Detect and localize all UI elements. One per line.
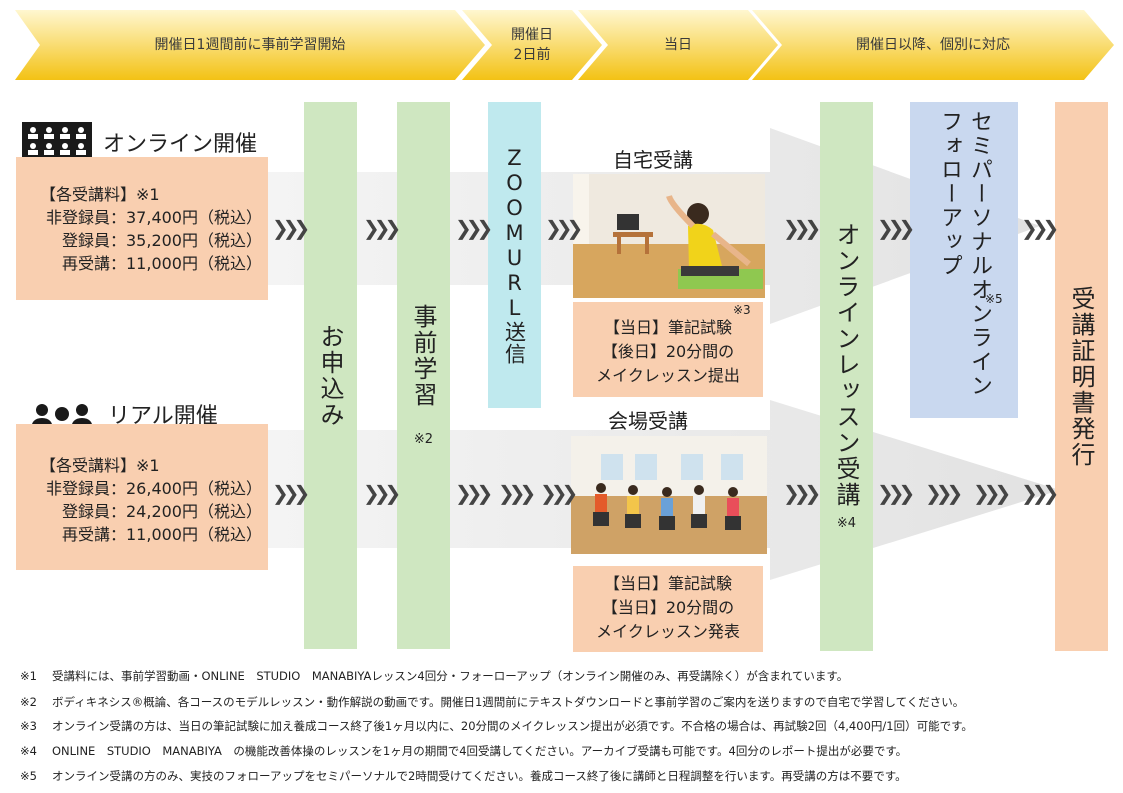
online-fee-line: 再受講：11,000円（税込） bbox=[62, 254, 262, 273]
footnote: ※3 オンライン受講の方は、当日の筆記試験に加え養成コース終了後1ヶ月以内に、20… bbox=[20, 718, 973, 734]
real-fee-line: 再受講：11,000円（税込） bbox=[62, 525, 262, 544]
prestudy-column: 事前学習 ※2 bbox=[397, 102, 450, 649]
zoom-column: ZOOMURL送信 bbox=[488, 102, 541, 408]
online-fee-head: 【各受講料】※1 bbox=[40, 185, 160, 204]
certificate-label: 受講証明書発行 bbox=[1067, 285, 1095, 468]
zoom-label: ZOOMURL送信 bbox=[502, 145, 527, 365]
venue-line: メイクレッスン発表 bbox=[596, 622, 740, 641]
chevron-right-icon: ❯❯❯ bbox=[540, 481, 578, 505]
home-heading: 自宅受講 bbox=[613, 148, 693, 172]
footnote-mark: ※1 bbox=[20, 669, 37, 683]
lesson-column: オンラインレッスン受講 ※4 bbox=[820, 102, 873, 651]
footnote-mark: ※2 bbox=[20, 695, 37, 709]
chevron-right-icon: ❯❯❯ bbox=[363, 481, 401, 505]
certificate-column: 受講証明書発行 bbox=[1055, 102, 1108, 651]
chevron-right-icon: ❯❯❯ bbox=[545, 216, 583, 240]
home-line: メイクレッスン提出 bbox=[596, 366, 740, 385]
chevron-right-icon: ❯❯❯ bbox=[272, 216, 310, 240]
footnote-mark: ※3 bbox=[20, 719, 37, 733]
venue-line: 【当日】20分間の bbox=[601, 598, 735, 617]
footnote-text: ボディキネシス®概論、各コースのモデルレッスン・動作解説の動画です。開催日1週間… bbox=[52, 695, 965, 709]
footnote: ※4 ONLINE STUDIO MANABIYA の機能改善体操のレッスンを1ヶ… bbox=[20, 743, 907, 759]
venue-line: 【当日】筆記試験 bbox=[603, 574, 732, 593]
chevron-right-icon: ❯❯❯ bbox=[925, 481, 963, 505]
chevron-right-icon: ❯❯❯ bbox=[498, 481, 536, 505]
lesson-label: オンラインレッスン受講 bbox=[832, 222, 860, 508]
footnote: ※2 ボディキネシス®概論、各コースのモデルレッスン・動作解説の動画です。開催日1… bbox=[20, 694, 964, 710]
chevron-right-icon: ❯❯❯ bbox=[973, 481, 1011, 505]
timeline-arrow-shape bbox=[15, 10, 485, 80]
apply-label: お申込み bbox=[316, 323, 344, 428]
chevron-right-icon: ❯❯❯ bbox=[877, 216, 915, 240]
chevron-right-icon: ❯❯❯ bbox=[272, 481, 310, 505]
timeline-label-2: 開催日 2日前 bbox=[511, 27, 553, 63]
chevron-right-icon: ❯❯❯ bbox=[783, 216, 821, 240]
timeline-label-4: 開催日以降、個別に対応 bbox=[856, 37, 1010, 53]
footnote: ※1 受講料には、事前学習動画・ONLINE STUDIO MANABIYAレッス… bbox=[20, 668, 848, 684]
online-heading: オンライン開催 bbox=[103, 132, 258, 157]
chevron-right-icon: ❯❯❯ bbox=[1021, 216, 1059, 240]
footnote-text: オンライン受講の方は、当日の筆記試験に加え養成コース終了後1ヶ月以内に、20分間… bbox=[52, 719, 973, 733]
home-line: 【後日】20分間の bbox=[601, 342, 735, 361]
home-note-mark: ※3 bbox=[733, 303, 751, 317]
venue-heading: 会場受講 bbox=[608, 409, 688, 433]
home-line: 【当日】筆記試験 bbox=[603, 318, 732, 337]
home-result-box: 【当日】筆記試験 【後日】20分間の メイクレッスン提出 bbox=[573, 302, 763, 397]
venue-result-box: 【当日】筆記試験 【当日】20分間の メイクレッスン発表 bbox=[573, 566, 763, 652]
followup-column: セミパーソナルオンラインフォローアップ bbox=[910, 102, 1018, 418]
prestudy-label: 事前学習 bbox=[409, 304, 437, 408]
footnote-mark: ※4 bbox=[20, 744, 37, 758]
lesson-note-mark: ※4 bbox=[836, 516, 857, 531]
timeline-segment-4: 開催日以降、個別に対応 bbox=[752, 10, 1114, 80]
online-fee-box: 【各受講料】※1 非登録員：37,400円（税込） 登録員：35,200円（税込… bbox=[16, 157, 268, 300]
chevron-right-icon: ❯❯❯ bbox=[877, 481, 915, 505]
timeline-arrow-shape bbox=[752, 10, 1114, 80]
real-fee-line: 登録員：24,200円（税込） bbox=[62, 502, 262, 521]
timeline-label-1: 開催日1週間前に事前学習開始 bbox=[154, 37, 346, 53]
real-fee-line: 非登録員：26,400円（税込） bbox=[46, 479, 262, 498]
footnote-text: ONLINE STUDIO MANABIYA の機能改善体操のレッスンを1ヶ月の… bbox=[52, 744, 908, 758]
online-fee-line: 非登録員：37,400円（税込） bbox=[46, 208, 262, 227]
timeline-segment-2: 開催日 2日前 bbox=[462, 10, 602, 80]
timeline-arrow-shape bbox=[462, 10, 602, 80]
home-study-photo bbox=[573, 174, 765, 298]
timeline-segment-1: 開催日1週間前に事前学習開始 bbox=[15, 10, 485, 80]
followup-note-mark: ※5 bbox=[985, 292, 1003, 306]
timeline: 開催日1週間前に事前学習開始 開催日 2日前 当日 開催日以降、個別に対応 bbox=[0, 0, 1123, 90]
prestudy-note-mark: ※2 bbox=[413, 432, 434, 447]
chevron-right-icon: ❯❯❯ bbox=[363, 216, 401, 240]
followup-label: セミパーソナルオンラインフォローアップ bbox=[937, 110, 992, 398]
footnote-mark: ※5 bbox=[20, 769, 37, 783]
footnote-text: 受講料には、事前学習動画・ONLINE STUDIO MANABIYAレッスン4… bbox=[52, 669, 849, 683]
online-fee-line: 登録員：35,200円（税込） bbox=[62, 231, 262, 250]
footnote: ※5 オンライン受講の方のみ、実技のフォローアップをセミパーソナルで2時間受けてく… bbox=[20, 768, 907, 784]
apply-column: お申込み bbox=[304, 102, 357, 649]
chevron-right-icon: ❯❯❯ bbox=[783, 481, 821, 505]
timeline-arrow-shape bbox=[578, 10, 778, 80]
timeline-segment-3: 当日 bbox=[578, 10, 778, 80]
venue-study-photo bbox=[571, 436, 767, 554]
footnote-text: オンライン受講の方のみ、実技のフォローアップをセミパーソナルで2時間受けてくださ… bbox=[52, 769, 907, 783]
real-fee-head: 【各受講料】※1 bbox=[40, 456, 160, 475]
chevron-right-icon: ❯❯❯ bbox=[1021, 481, 1059, 505]
real-fee-box: 【各受講料】※1 非登録員：26,400円（税込） 登録員：24,200円（税込… bbox=[16, 424, 268, 570]
timeline-label-3: 当日 bbox=[664, 37, 692, 53]
chevron-right-icon: ❯❯❯ bbox=[455, 216, 493, 240]
chevron-right-icon: ❯❯❯ bbox=[455, 481, 493, 505]
